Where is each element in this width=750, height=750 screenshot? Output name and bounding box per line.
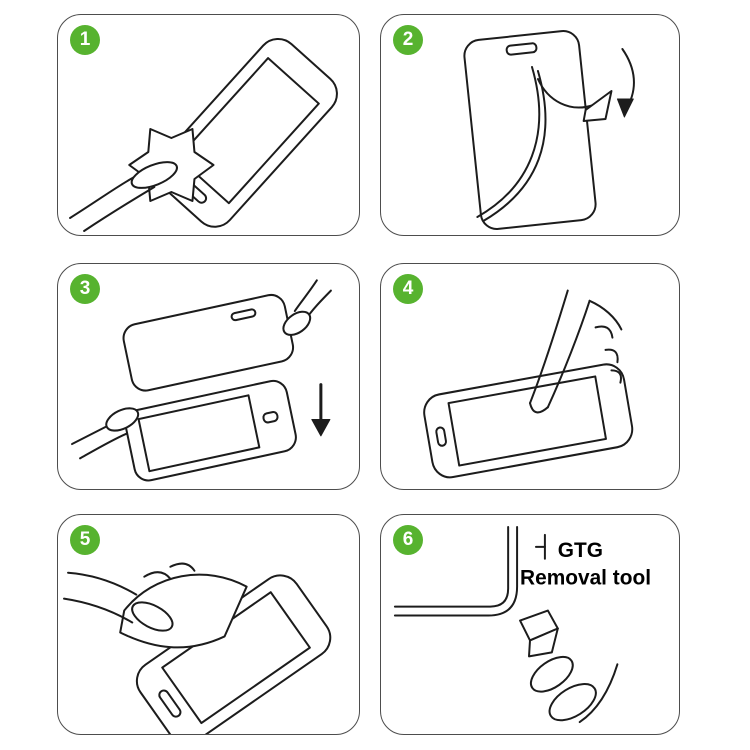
step-panel-1: 1	[57, 14, 360, 236]
corner-removal-tool-icon: GTG Removal tool	[393, 525, 651, 724]
peel-protective-film-icon	[463, 30, 635, 230]
caption-removal-tool: Removal tool	[520, 567, 651, 590]
step-number: 5	[79, 529, 91, 550]
step-number: 1	[79, 29, 91, 50]
step-number-badge: 6	[393, 525, 423, 555]
phone-icon	[124, 379, 297, 482]
step-number-badge: 1	[70, 25, 100, 55]
smooth-with-card-icon	[63, 562, 332, 734]
glass-protector-icon	[122, 293, 295, 392]
step-number: 6	[402, 529, 414, 550]
step-number: 3	[79, 278, 91, 299]
step-number-badge: 3	[70, 274, 100, 304]
step-number-badge: 5	[70, 525, 100, 555]
step-number-badge: 4	[393, 274, 423, 304]
arrow-down-icon	[311, 383, 331, 437]
phone-icon	[154, 37, 338, 228]
arrow-down-icon	[616, 48, 635, 118]
removal-tool-icon	[519, 609, 559, 658]
phone-icon	[463, 30, 597, 230]
hand-icon	[69, 161, 178, 232]
step-number-badge: 2	[393, 25, 423, 55]
press-screen-center-icon	[423, 289, 634, 479]
film-icon	[476, 66, 613, 222]
step-panel-4: 4	[380, 263, 680, 490]
hand-icon	[63, 562, 196, 632]
glass-corner-icon	[393, 525, 519, 617]
left-hand-icon	[71, 407, 140, 460]
step-number: 2	[402, 29, 414, 50]
align-glass-over-phone-icon	[71, 279, 332, 482]
right-hand-icon	[282, 279, 332, 336]
caption-leader-icon	[534, 533, 546, 560]
caption-gtg: GTG	[558, 539, 603, 562]
step-panel-3: 3	[57, 263, 360, 490]
phone-icon	[423, 363, 634, 479]
step-panel-6: 6 GTG Removal tool	[380, 514, 680, 735]
step-panel-2: 2	[380, 14, 680, 236]
wipe-screen-with-cloth-icon	[69, 37, 338, 232]
step-number: 4	[402, 278, 414, 299]
pressing-hand-icon	[529, 289, 623, 414]
step-panel-5: 5	[57, 514, 360, 735]
fingers-icon	[529, 655, 619, 724]
